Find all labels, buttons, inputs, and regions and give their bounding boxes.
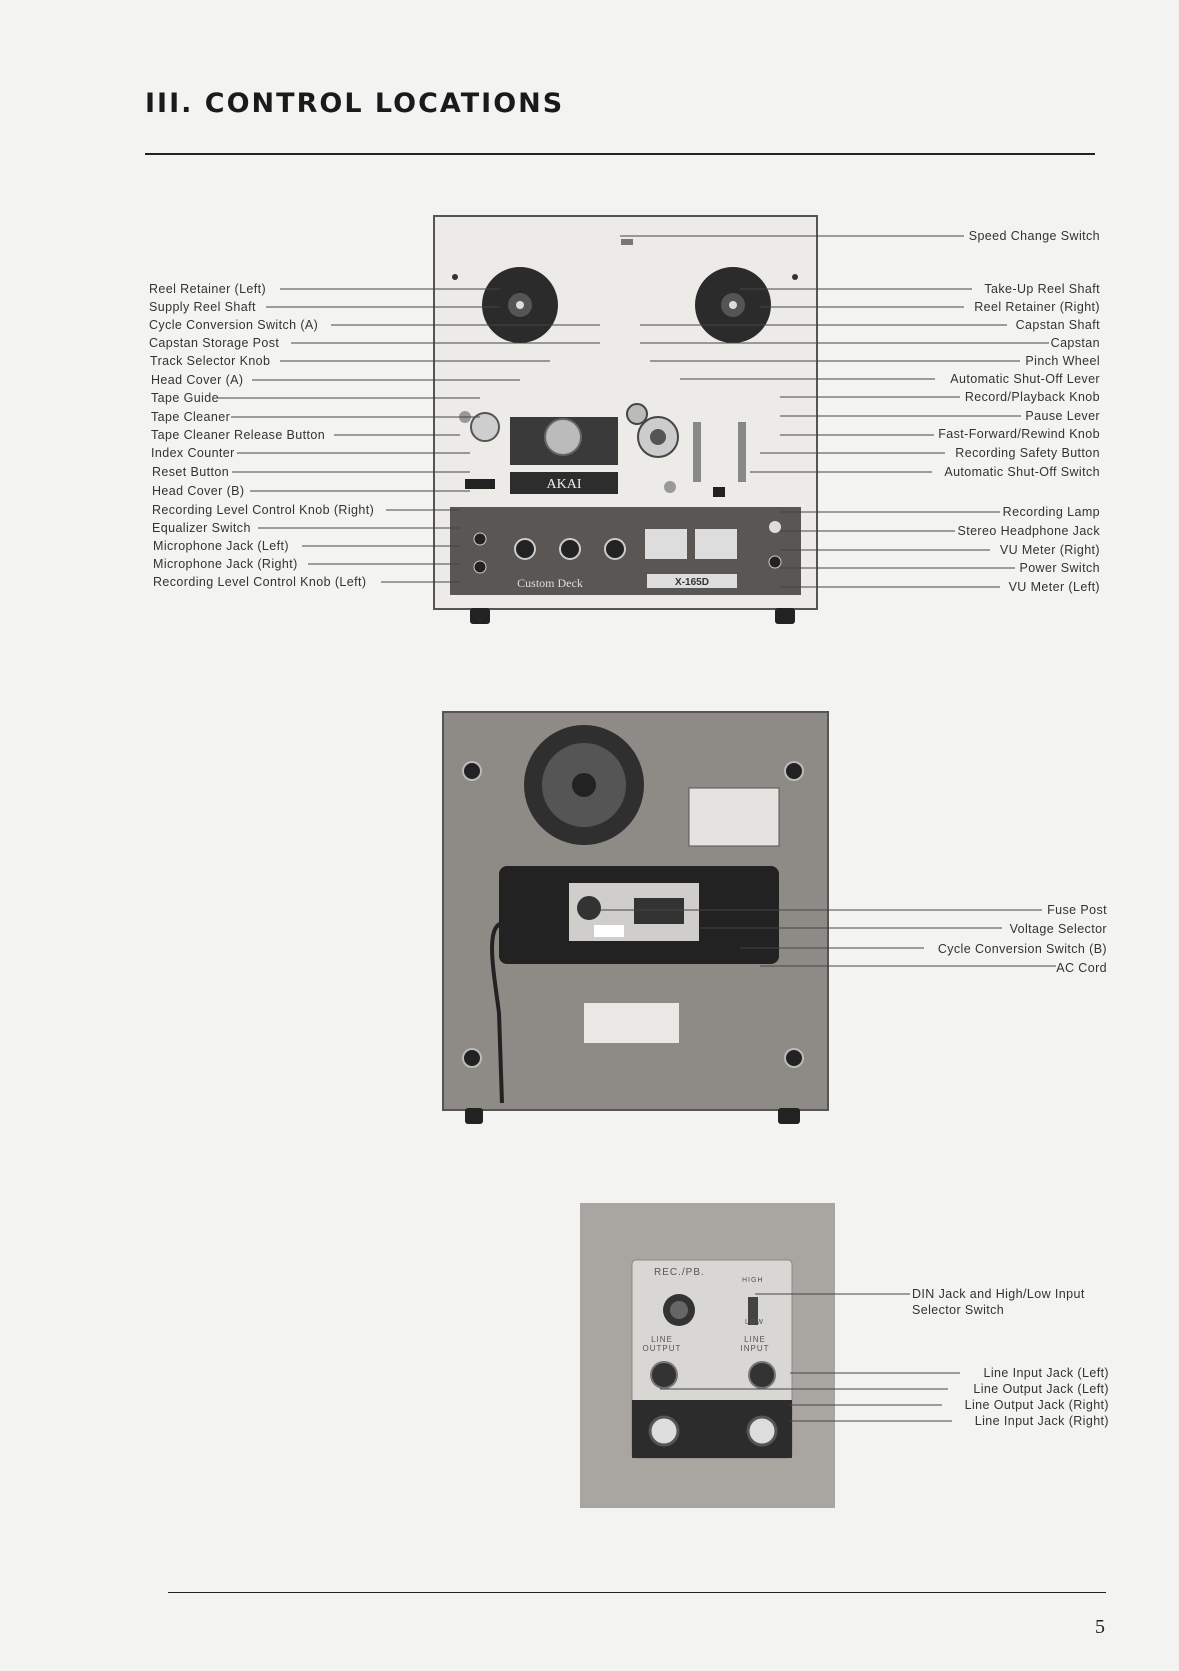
label-cycle-conversion-switch-a: Cycle Conversion Switch (A)	[149, 318, 319, 332]
jack-text-low: LOW	[745, 1319, 764, 1326]
label-record-playback-knob: Record/Playback Knob	[964, 390, 1100, 404]
label-supply-reel-shaft: Supply Reel Shaft	[149, 300, 256, 314]
nameplate	[688, 787, 780, 847]
label-vu-meter-left: VU Meter (Left)	[1008, 580, 1100, 594]
jack-text-rec-pb: REC./PB.	[654, 1267, 705, 1278]
label-stereo-headphone-jack: Stereo Headphone Jack	[957, 524, 1100, 538]
label-cycle-conversion-switch-b: Cycle Conversion Switch (B)	[937, 942, 1107, 956]
jack-text-line-output: LINE OUTPUT	[642, 1335, 682, 1353]
bottom-rule	[168, 1592, 1106, 1593]
label-head-cover-b: Head Cover (B)	[152, 484, 245, 498]
rear-panel-photo	[442, 711, 829, 1111]
label-microphone-jack-right: Microphone Jack (Right)	[153, 557, 298, 571]
akai-badge	[510, 472, 618, 494]
label-auto-shutoff-switch: Automatic Shut-Off Switch	[944, 465, 1100, 479]
front-foot-right	[775, 608, 795, 624]
label-tape-cleaner: Tape Cleaner	[151, 410, 231, 424]
label-line-output-jack-right: Line Output Jack (Right)	[964, 1398, 1109, 1412]
label-track-selector-knob: Track Selector Knob	[150, 354, 271, 368]
label-tape-guide: Tape Guide	[151, 391, 219, 405]
top-rule	[145, 153, 1095, 155]
label-ac-cord: AC Cord	[1056, 961, 1107, 975]
rear-foot-left	[465, 1108, 483, 1124]
label-line-input-jack-right: Line Input Jack (Right)	[974, 1414, 1109, 1428]
label-reel-retainer-left: Reel Retainer (Left)	[149, 282, 267, 296]
jack-text-line-input: LINE INPUT	[740, 1335, 770, 1353]
label-voltage-selector: Voltage Selector	[1009, 922, 1107, 936]
jack-panel-photo: REC./PB. HIGH LOW LINE OUTPUT LINE INPUT	[580, 1203, 835, 1508]
label-line-output-jack-left: Line Output Jack (Left)	[973, 1382, 1109, 1396]
label-din-jack: DIN Jack and High/Low Input	[912, 1287, 1085, 1301]
section-heading: III. CONTROL LOCATIONS	[145, 88, 565, 119]
label-microphone-jack-left: Microphone Jack (Left)	[153, 539, 289, 553]
label-reset-button: Reset Button	[152, 465, 230, 479]
label-auto-shutoff-lever: Automatic Shut-Off Lever	[950, 372, 1100, 386]
front-foot-left	[470, 608, 490, 624]
label-vu-meter-right: VU Meter (Right)	[999, 543, 1100, 557]
label-pause-lever: Pause Lever	[1025, 409, 1100, 423]
label-index-counter: Index Counter	[151, 446, 235, 460]
label-recording-level-knob-left: Recording Level Control Knob (Left)	[153, 575, 367, 589]
label-power-switch: Power Switch	[1019, 561, 1100, 575]
label-take-up-reel-shaft: Take-Up Reel Shaft	[984, 282, 1100, 296]
front-panel-photo: AKAI Custom Deck X-165D	[433, 215, 818, 610]
svg-text:X-165D: X-165D	[675, 577, 709, 588]
rear-foot-right	[778, 1108, 800, 1124]
label-equalizer-switch: Equalizer Switch	[152, 521, 251, 535]
svg-text:Custom Deck: Custom Deck	[517, 576, 583, 590]
label-head-cover-a: Head Cover (A)	[151, 373, 244, 387]
label-selector-switch: Selector Switch	[912, 1303, 1005, 1317]
label-pinch-wheel: Pinch Wheel	[1025, 354, 1100, 368]
label-recording-lamp: Recording Lamp	[1002, 505, 1100, 519]
svg-text:AKAI: AKAI	[547, 477, 582, 492]
label-reel-retainer-right: Reel Retainer (Right)	[974, 300, 1100, 314]
label-fuse-post: Fuse Post	[1047, 903, 1107, 917]
jack-text-high: HIGH	[742, 1277, 764, 1284]
label-line-input-jack-left: Line Input Jack (Left)	[983, 1366, 1109, 1380]
label-capstan-storage-post: Capstan Storage Post	[149, 336, 280, 350]
label-capstan: Capstan	[1050, 336, 1100, 350]
label-recording-safety-button: Recording Safety Button	[955, 446, 1100, 460]
page-number: 5	[1095, 1616, 1105, 1638]
label-tape-cleaner-release-button: Tape Cleaner Release Button	[151, 428, 326, 442]
label-recording-level-knob-right: Recording Level Control Knob (Right)	[152, 503, 375, 517]
label-capstan-shaft: Capstan Shaft	[1015, 318, 1100, 332]
label-ff-rewind-knob: Fast-Forward/Rewind Knob	[938, 427, 1100, 441]
label-speed-change-switch: Speed Change Switch	[968, 229, 1100, 243]
